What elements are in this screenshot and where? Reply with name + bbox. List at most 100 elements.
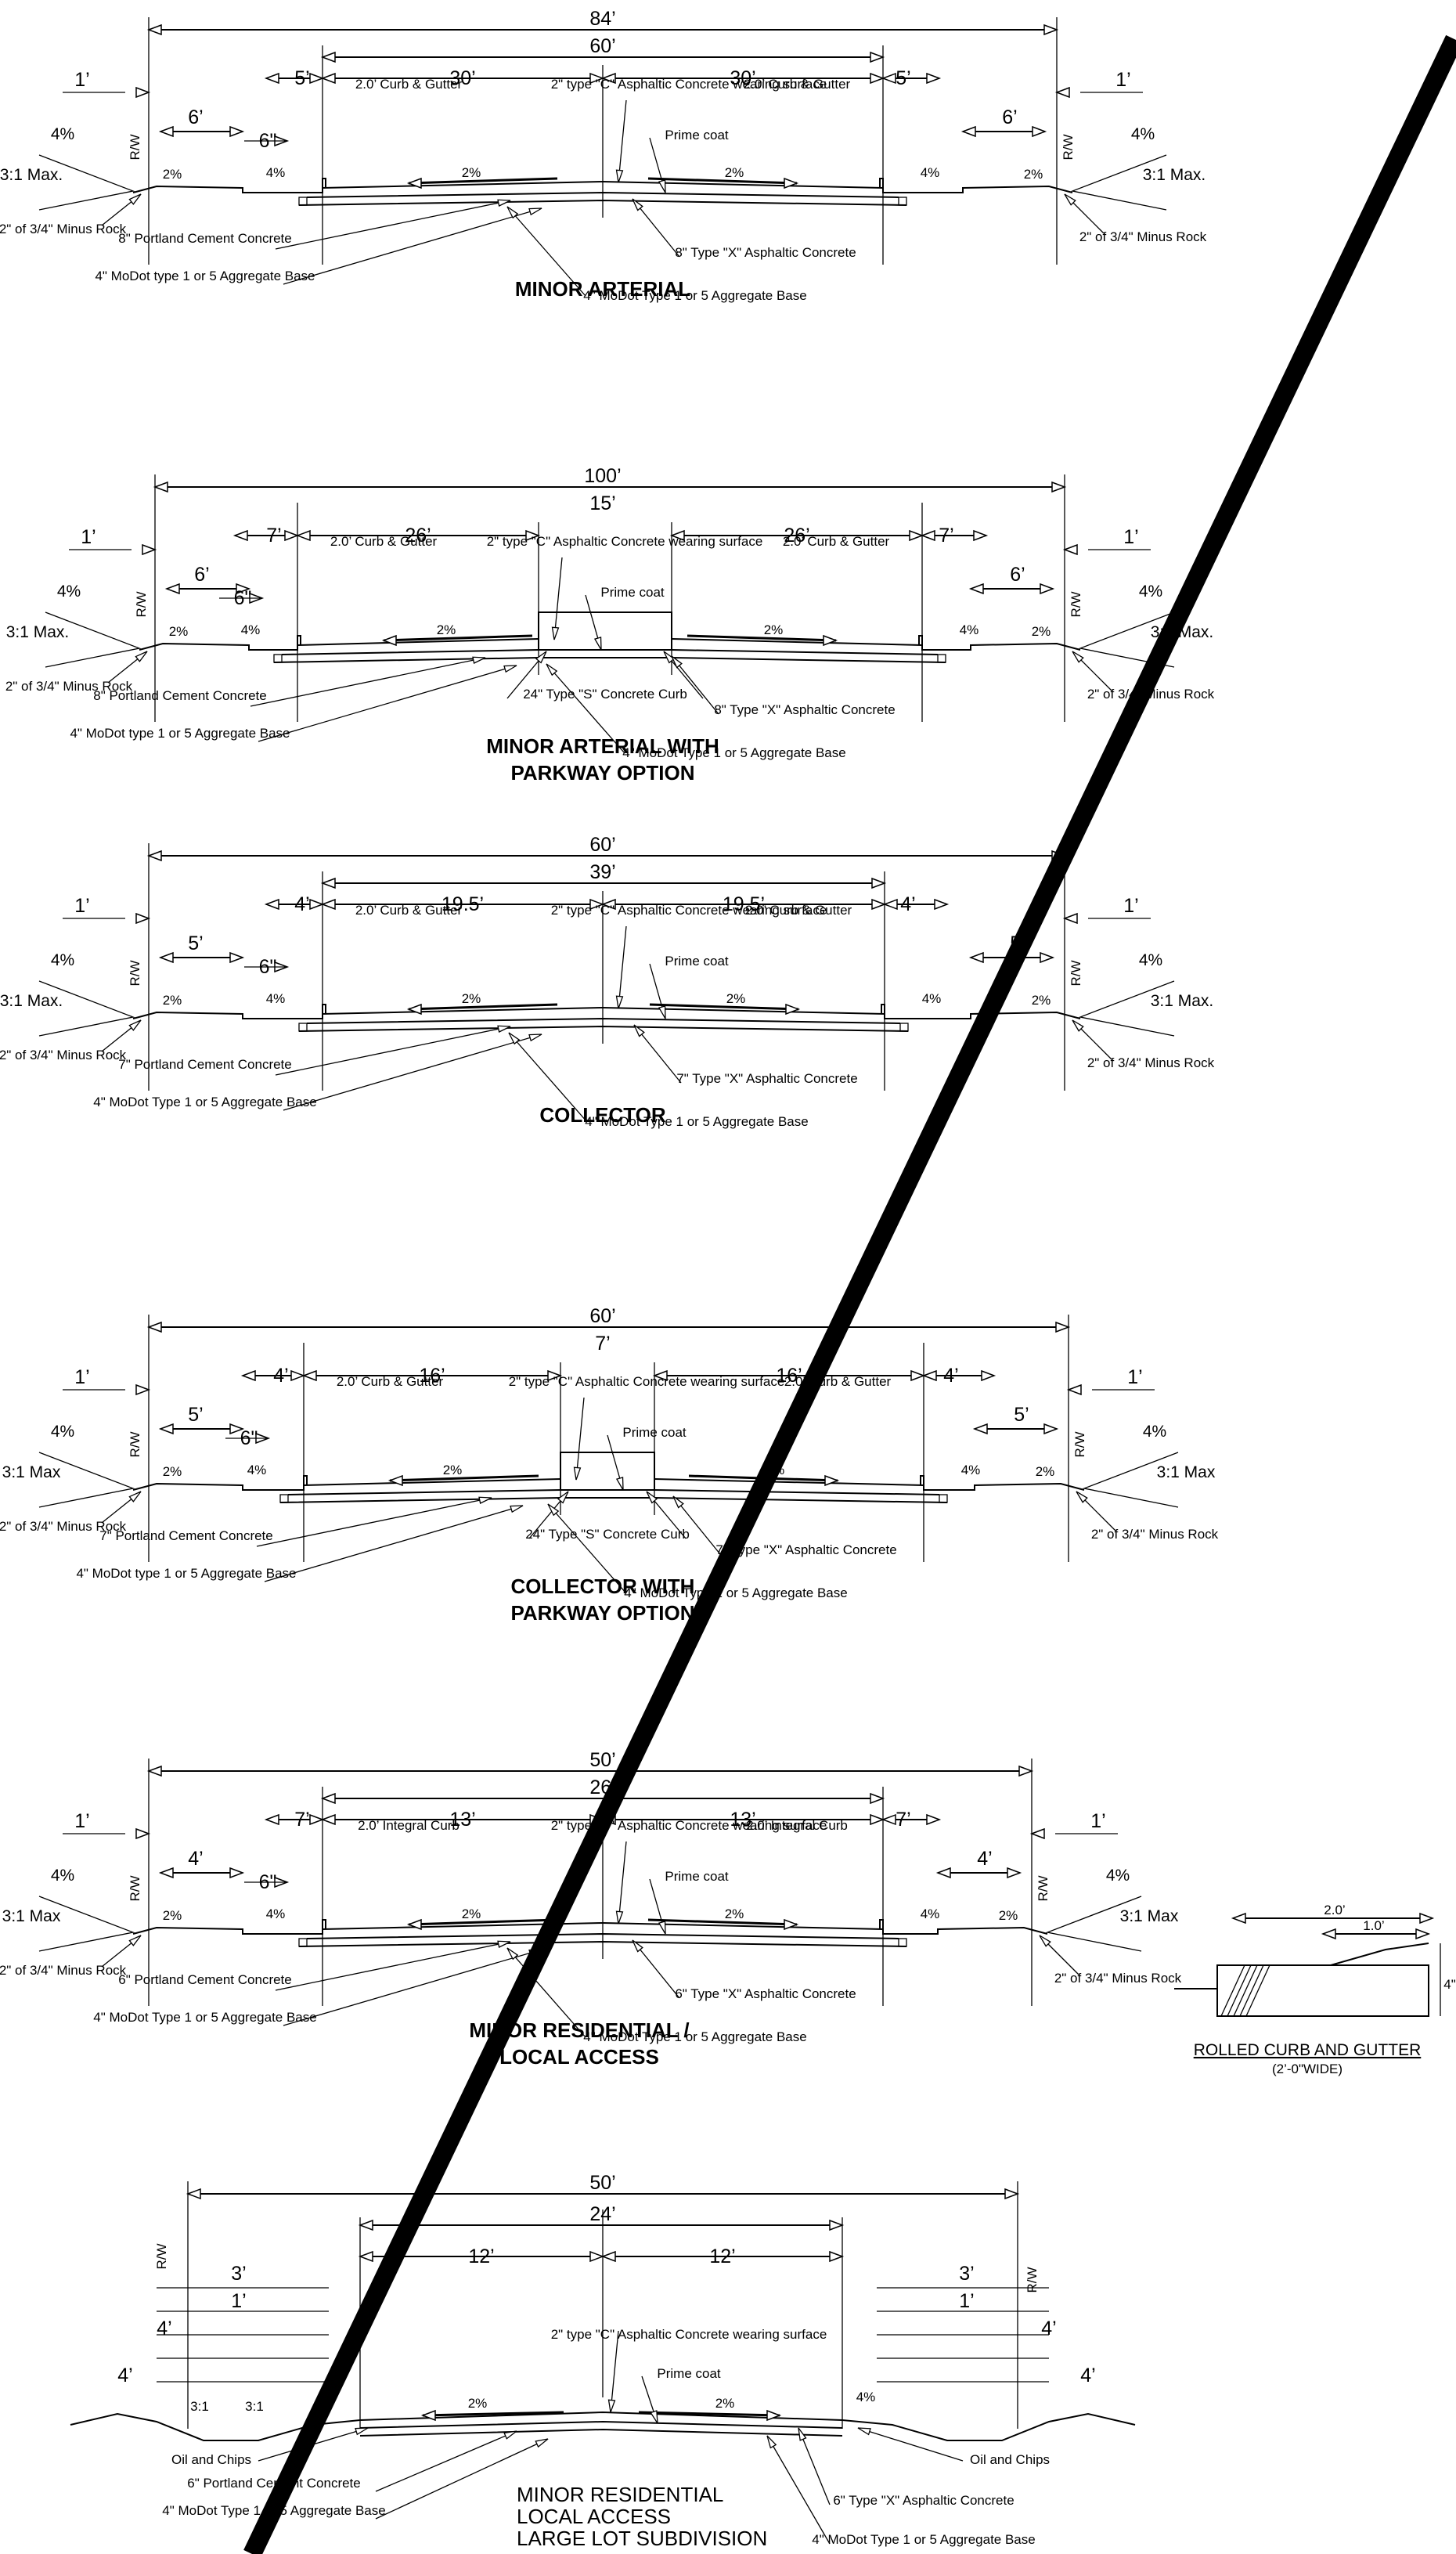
total-width-label: 50’ — [589, 1749, 615, 1771]
pavement-bottom — [306, 191, 899, 198]
shoulder-label-left: 2" of 3/4" Minus Rock — [0, 222, 127, 236]
base-bottom — [298, 1940, 907, 1947]
left-half-label: 30’ — [449, 67, 475, 89]
left-pavement-arrowhead — [472, 656, 486, 664]
ditch-dim-left: 3’ — [231, 2263, 246, 2285]
oil-label-left: Oil and Chips — [171, 2452, 251, 2467]
pavement-slope-right: 2% — [715, 2396, 735, 2411]
right-half-dim-arrow-left — [600, 72, 616, 85]
ditch-dim-left-2: 4’ — [157, 2318, 171, 2339]
sidewalk-left-label: 5’ — [294, 67, 309, 89]
left-half-dim-arrow-left — [320, 1813, 336, 1826]
side-slope-fan-left — [38, 154, 135, 211]
pavement-slope-right: 2% — [725, 1906, 744, 1921]
right-base-label: 4" MoDot Type 1 or 5 Aggregate Base — [812, 2532, 1035, 2547]
oil-right-arrowhead — [857, 2427, 871, 2436]
offset-left-label: 1’ — [74, 1810, 89, 1832]
surface-label: 2" type "C" Asphaltic Concrete wearing s… — [509, 1374, 785, 1389]
right-walk-curb-profile — [879, 178, 1073, 193]
shoulder-label-left: 2" of 3/4" Minus Rock — [0, 1963, 127, 1978]
curb-width-dim-arrow-left — [1231, 1912, 1246, 1925]
left-half-dim-arrow-left — [295, 529, 311, 542]
total-width-dim-arrow-left — [146, 850, 162, 862]
row-label-left: R/W — [128, 1431, 142, 1457]
pavement-width-dim-arrow-left — [320, 51, 336, 63]
total-width-dim-arrow-left — [146, 23, 162, 36]
walk-right-dim-arrow-left — [960, 125, 976, 138]
left-pavement-label: 7" Portland Cement Concrete — [99, 1528, 272, 1543]
walk-right-dim-arrow-left — [968, 583, 984, 595]
right-half-label: 16’ — [776, 1365, 802, 1387]
prime-label: Prime coat — [657, 2366, 721, 2381]
row-label-right: R/W — [1069, 960, 1083, 986]
left-half-dim-arrow-left — [320, 898, 336, 911]
pavement-arrow-right — [785, 1003, 801, 1015]
pavement-bottom — [306, 1017, 901, 1024]
walk-slope-right: 2% — [1036, 1464, 1055, 1479]
left-pavement-leader — [275, 200, 511, 250]
row-label-right: R/W — [1072, 1431, 1087, 1457]
base-bottom — [359, 2428, 843, 2437]
pavement-slope-left: 2% — [443, 1463, 463, 1477]
curb-label-left: 2.0’ Curb & Gutter — [355, 77, 463, 92]
offset-left-arrow — [142, 543, 157, 556]
median-curb-label: 24" Type "S" Concrete Curb — [525, 1527, 690, 1542]
total-width-label: 60’ — [589, 1305, 615, 1327]
walk-right-dim-arrow-right — [1032, 125, 1047, 138]
row-label-left: R/W — [128, 960, 142, 986]
pavement-width-dim-arrow-right — [871, 877, 887, 889]
pavement-arrow-left — [406, 1918, 422, 1931]
sidewalk-right-label: 7’ — [896, 1809, 910, 1831]
offset-left-arrow — [135, 86, 151, 99]
prime-label: Prime coat — [665, 128, 729, 142]
ditch-dim-right-3: 4’ — [1080, 2365, 1095, 2386]
left-base-arrowhead — [528, 207, 542, 216]
ditch-slope-left-2: 3:1 — [245, 2399, 264, 2414]
left-walk-curb-profile — [132, 178, 326, 193]
right-walk-curb-profile — [881, 1004, 1081, 1019]
pavement-arrow-left — [406, 1003, 422, 1015]
sidewalk-right-label: 4’ — [943, 1365, 958, 1387]
total-width-dim-arrow-right — [1055, 1321, 1071, 1333]
right-half-dim-arrow-right — [909, 529, 924, 542]
right-base-leader — [508, 1032, 588, 1123]
cut-slope-left: 3:1 Max — [2, 1463, 61, 1481]
right-pavement-label: 6" Type "X" Asphaltic Concrete — [833, 2493, 1014, 2508]
pavement-arrow-left — [406, 177, 422, 189]
pavement-width-dim-arrow-right — [870, 1792, 885, 1805]
right-walk-curb-profile — [879, 1919, 1048, 1935]
curb-top-profile — [1217, 1943, 1429, 1966]
shoulder-label-right: 2" of 3/4" Minus Rock — [1091, 1527, 1219, 1542]
surface-leader — [610, 2330, 619, 2413]
side-slope-fan-right — [1070, 154, 1167, 211]
walk-left-label: 6’ — [194, 564, 209, 586]
walk-slope-right: 2% — [1032, 624, 1051, 639]
sidewalk-right-dim-arrow-right — [973, 529, 989, 542]
right-walk-curb-profile — [920, 1475, 1085, 1491]
walk-slope-right: 2% — [999, 1908, 1018, 1923]
right-base-arrowhead — [506, 1947, 519, 1961]
pavement-slope-left: 2% — [468, 2396, 488, 2411]
prime-arrowhead — [615, 1477, 624, 1491]
offset-left-arrow — [135, 1383, 151, 1396]
pavement-arrow-left — [381, 634, 397, 647]
left-base-leader — [375, 2438, 549, 2520]
offset-right-label: 1’ — [1090, 1810, 1105, 1832]
right-base-label: 4" MoDot Type 1 or 5 Aggregate Base — [583, 288, 806, 303]
left-pavement-arrowhead — [497, 1025, 511, 1033]
shoulder-left-arrowhead — [128, 1935, 142, 1946]
base-edge-right — [899, 1023, 909, 1032]
left-half-dim-arrow-right — [589, 2250, 605, 2263]
side-slope-left: 4% — [51, 125, 74, 143]
base-edge-left — [273, 654, 283, 663]
ditch-right — [842, 2412, 1136, 2441]
pavement-surface-left — [297, 638, 539, 646]
right-base-label: 4" MoDot Type 1 or 5 Aggregate Base — [583, 2029, 806, 2044]
right-base-arrowhead — [546, 663, 558, 676]
right-half-dim-arrow-left — [600, 898, 616, 911]
offset-left-arrow — [135, 912, 151, 925]
sidewalk-right-dim-arrow-left — [921, 1369, 937, 1382]
left-pavement-leader — [275, 1941, 511, 1991]
